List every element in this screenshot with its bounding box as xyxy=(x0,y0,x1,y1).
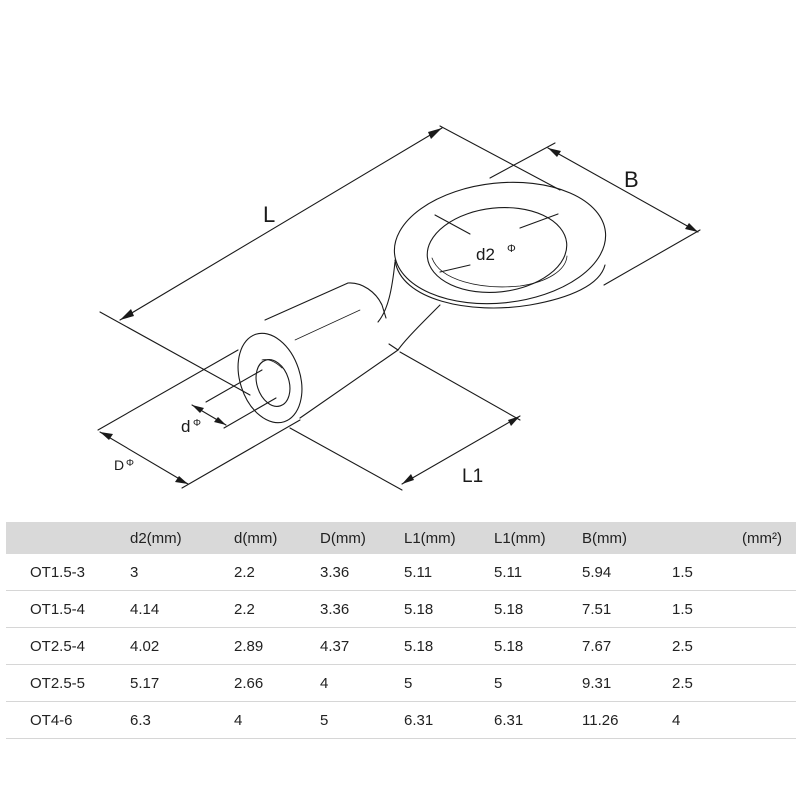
table-cell: 2.89 xyxy=(234,627,320,665)
table-header-cell xyxy=(6,522,130,554)
table-cell: 2.5 xyxy=(672,627,726,665)
table-cell-empty xyxy=(726,554,796,591)
dimension-d2 xyxy=(434,213,559,273)
dimension-L1 xyxy=(289,351,521,491)
table-cell: 7.67 xyxy=(582,627,672,665)
table-cell: 5.17 xyxy=(130,664,234,702)
table-cell: 4.02 xyxy=(130,627,234,665)
table-cell: 4.37 xyxy=(320,627,404,665)
label-D: D xyxy=(114,457,124,473)
table-cell: 5 xyxy=(494,664,582,702)
ring-terminal-drawing: L B d2 Φ d Φ D Φ L1 xyxy=(97,125,701,491)
table-cell: 1.5 xyxy=(672,590,726,628)
dimension-D xyxy=(97,349,301,489)
table-cell: 9.31 xyxy=(582,664,672,702)
table-cell: 5.94 xyxy=(582,554,672,591)
table-cell: 5 xyxy=(404,664,494,702)
table-cell: 2.66 xyxy=(234,664,320,702)
label-d2-symbol: Φ xyxy=(507,243,516,255)
table-cell: 3 xyxy=(130,554,234,591)
model-cell: OT1.5-3 xyxy=(6,554,130,591)
table-cell: 4 xyxy=(672,701,726,739)
table-cell-empty xyxy=(726,627,796,665)
dimension-L xyxy=(99,125,561,396)
table-cell: 2.5 xyxy=(672,664,726,702)
table-cell: 7.51 xyxy=(582,590,672,628)
table-cell-empty xyxy=(726,590,796,628)
table-cell-empty xyxy=(726,664,796,702)
label-L1: L1 xyxy=(462,466,483,487)
table-header-cell: B(mm) xyxy=(582,522,672,554)
spec-table: d2(mm)d(mm)D(mm)L1(mm)L1(mm)B(mm)(mm²) O… xyxy=(6,522,796,739)
table-cell: 6.3 xyxy=(130,701,234,739)
table-cell: 5 xyxy=(320,701,404,739)
table-header-cell: d2(mm) xyxy=(130,522,234,554)
table-header-cell: L1(mm) xyxy=(494,522,582,554)
label-D-symbol: Φ xyxy=(126,458,134,469)
label-d2: d2 xyxy=(476,245,495,264)
model-cell: OT1.5-4 xyxy=(6,590,130,628)
table-header-cell: D(mm) xyxy=(320,522,404,554)
table-cell: 6.31 xyxy=(494,701,582,739)
table-cell: 5.18 xyxy=(494,590,582,628)
table-cell: 3.36 xyxy=(320,590,404,628)
table-header-cell xyxy=(672,522,726,554)
table-cell: 2.2 xyxy=(234,590,320,628)
table-header-cell: (mm²) xyxy=(726,522,796,554)
table-cell: 5.11 xyxy=(404,554,494,591)
dimension-B xyxy=(489,142,701,286)
table-cell: 2.2 xyxy=(234,554,320,591)
table-cell: 5.18 xyxy=(404,627,494,665)
table-header-cell: d(mm) xyxy=(234,522,320,554)
table-cell: 4 xyxy=(320,664,404,702)
table-cell: 4.14 xyxy=(130,590,234,628)
label-d-symbol: Φ xyxy=(193,418,201,429)
table-cell: 3.36 xyxy=(320,554,404,591)
label-B: B xyxy=(624,167,639,192)
table-cell: 4 xyxy=(234,701,320,739)
table-cell: 11.26 xyxy=(582,701,672,739)
terminal-body xyxy=(237,181,607,424)
table-cell-empty xyxy=(726,701,796,739)
table-cell: 5.11 xyxy=(494,554,582,591)
model-cell: OT2.5-4 xyxy=(6,627,130,665)
label-L: L xyxy=(263,202,275,227)
table-cell: 5.18 xyxy=(404,590,494,628)
table-cell: 1.5 xyxy=(672,554,726,591)
table-cell: 6.31 xyxy=(404,701,494,739)
model-cell: OT2.5-5 xyxy=(6,664,130,702)
label-d: d xyxy=(181,417,190,436)
table-header-cell: L1(mm) xyxy=(404,522,494,554)
model-cell: OT4-6 xyxy=(6,701,130,739)
table-cell: 5.18 xyxy=(494,627,582,665)
table-header-row: d2(mm)d(mm)D(mm)L1(mm)L1(mm)B(mm)(mm²) xyxy=(6,522,796,554)
